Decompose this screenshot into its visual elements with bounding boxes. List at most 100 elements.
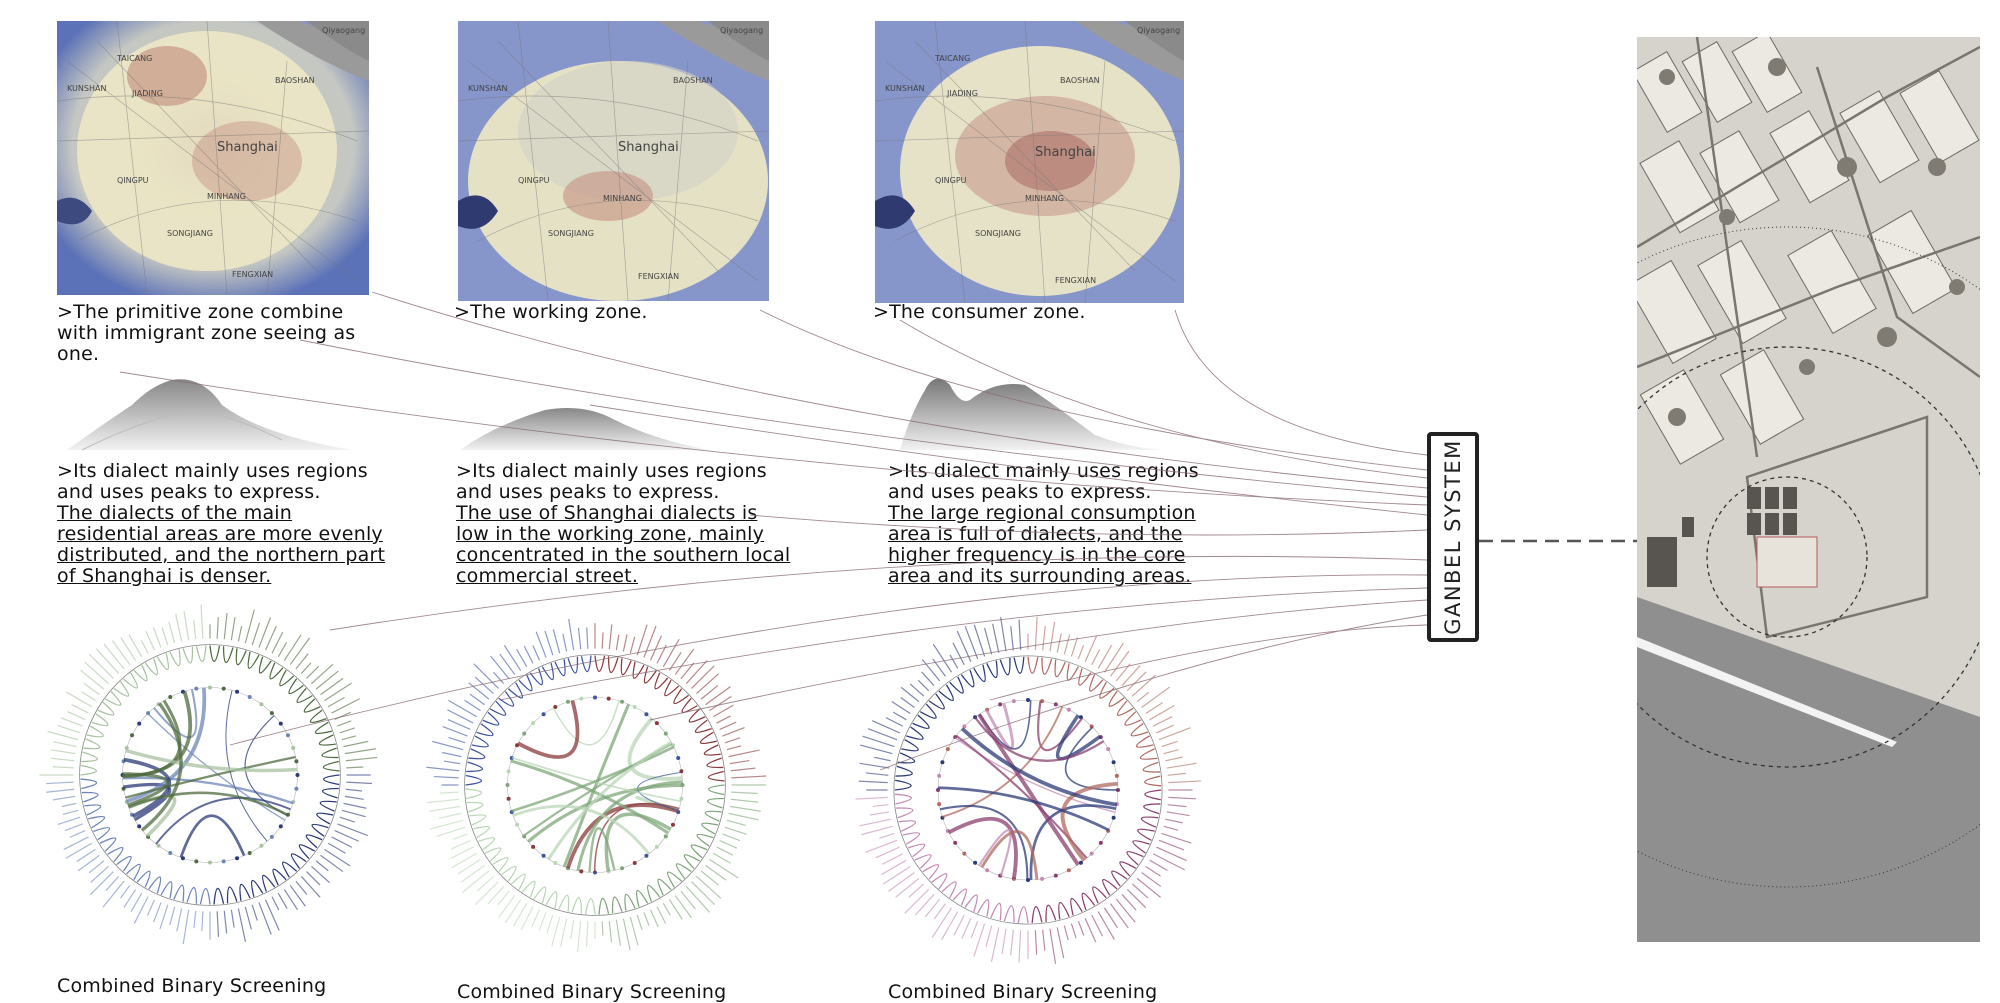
loop-arc bbox=[706, 797, 724, 809]
outer-tick bbox=[448, 736, 466, 744]
outer-tick bbox=[1077, 645, 1085, 660]
outer-tick bbox=[345, 788, 363, 792]
outer-tick bbox=[223, 910, 228, 934]
outer-tick bbox=[1084, 635, 1098, 662]
caption-working-zone: >The working zone. bbox=[454, 301, 648, 323]
outer-tick bbox=[941, 911, 959, 941]
loop-arc bbox=[309, 709, 327, 724]
outer-tick bbox=[1070, 923, 1077, 939]
outer-tick bbox=[888, 872, 915, 892]
chord-link bbox=[527, 783, 683, 843]
ganbel-system-box: GANBEL SYSTEM bbox=[1427, 432, 1479, 642]
outer-tick bbox=[327, 696, 345, 708]
map-label: Shanghai bbox=[1035, 145, 1096, 160]
outer-tick bbox=[700, 870, 719, 886]
node-dot bbox=[235, 856, 240, 861]
loop-arc bbox=[1013, 656, 1025, 674]
node-dot bbox=[579, 869, 584, 874]
loop-arc bbox=[941, 881, 957, 899]
outer-tick bbox=[176, 908, 183, 932]
chord-link bbox=[1029, 804, 1117, 880]
loop-arc bbox=[707, 784, 725, 796]
outer-tick bbox=[175, 613, 183, 642]
loop-arc bbox=[611, 896, 623, 914]
outer-tick bbox=[970, 920, 979, 939]
loop-arc bbox=[311, 823, 329, 837]
outer-tick bbox=[674, 895, 692, 919]
outer-tick bbox=[1063, 925, 1069, 941]
outer-tick bbox=[1152, 853, 1186, 871]
outer-tick bbox=[339, 816, 355, 823]
loop-arc bbox=[545, 891, 558, 909]
loop-arc bbox=[1117, 700, 1134, 716]
outer-tick bbox=[516, 648, 528, 668]
outer-tick bbox=[685, 886, 711, 913]
outer-tick bbox=[680, 662, 695, 680]
node-dot bbox=[1089, 851, 1094, 856]
map-label: BAOSHAN bbox=[1060, 76, 1100, 85]
loop-arc bbox=[272, 868, 287, 886]
peak-shape-primitive bbox=[67, 379, 352, 451]
node-dot bbox=[294, 786, 299, 791]
outer-tick bbox=[315, 860, 329, 872]
outer-tick bbox=[576, 920, 582, 953]
map-label: TAICANG bbox=[116, 54, 152, 63]
outer-tick bbox=[283, 889, 299, 911]
outer-tick bbox=[552, 629, 561, 654]
loop-arc bbox=[314, 721, 332, 734]
chord-link bbox=[511, 745, 675, 813]
connector-line bbox=[229, 574, 1428, 746]
loop-arc bbox=[657, 878, 672, 896]
outer-tick bbox=[324, 682, 352, 702]
outer-tick bbox=[615, 634, 620, 651]
outer-tick bbox=[680, 890, 696, 910]
outer-tick bbox=[295, 653, 309, 670]
outer-tick bbox=[691, 881, 716, 906]
outer-tick bbox=[51, 757, 75, 762]
map-label: Qiyaogang bbox=[720, 26, 763, 35]
loop-arc bbox=[922, 864, 939, 880]
outer-tick bbox=[427, 798, 460, 804]
node-dot bbox=[124, 745, 129, 750]
outer-tick bbox=[230, 617, 236, 641]
outer-tick bbox=[709, 858, 739, 879]
outer-tick bbox=[503, 645, 522, 671]
outer-tick bbox=[251, 904, 258, 921]
node-dot bbox=[1040, 876, 1045, 881]
loop-arc bbox=[84, 804, 102, 816]
node-dot bbox=[130, 733, 135, 738]
outer-tick bbox=[473, 663, 499, 689]
outer-tick bbox=[601, 921, 604, 936]
loop-arc bbox=[643, 666, 657, 684]
outer-tick bbox=[88, 653, 114, 679]
outer-tick bbox=[585, 921, 589, 947]
outer-tick bbox=[931, 907, 953, 938]
outer-tick bbox=[120, 885, 131, 899]
loop-arc bbox=[571, 896, 583, 914]
node-dot bbox=[593, 695, 597, 700]
outer-tick bbox=[460, 864, 485, 883]
loop-arc bbox=[322, 774, 340, 786]
loop-arc bbox=[1081, 892, 1096, 911]
loop-arc bbox=[1140, 816, 1159, 828]
outer-tick bbox=[882, 865, 911, 885]
loop-arc bbox=[1119, 861, 1137, 877]
outer-tick bbox=[1167, 772, 1186, 776]
outer-tick bbox=[343, 802, 367, 809]
outer-tick bbox=[324, 848, 351, 867]
outer-tick bbox=[487, 886, 505, 905]
loop-arc bbox=[173, 884, 185, 902]
outer-tick bbox=[46, 781, 74, 785]
outer-tick bbox=[728, 812, 759, 821]
outer-tick bbox=[629, 636, 636, 654]
outer-tick bbox=[146, 899, 156, 916]
loop-arc bbox=[319, 800, 337, 812]
outer-tick bbox=[306, 665, 320, 679]
node-dot bbox=[294, 759, 299, 764]
node-dot bbox=[1053, 873, 1058, 878]
outer-tick bbox=[65, 691, 93, 708]
outer-tick bbox=[315, 670, 339, 690]
outer-tick bbox=[730, 767, 756, 772]
outer-tick bbox=[983, 627, 993, 655]
outer-tick bbox=[881, 853, 904, 865]
